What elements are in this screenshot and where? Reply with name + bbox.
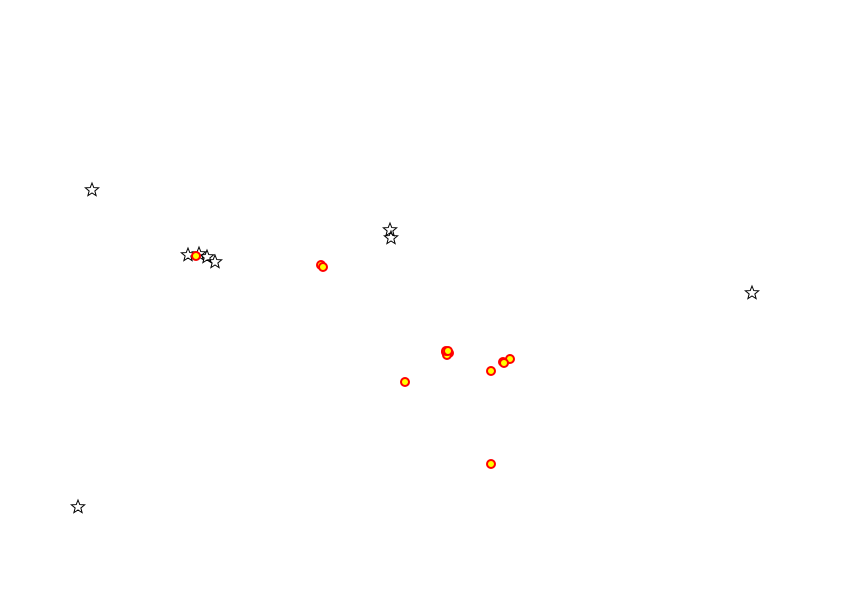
circle-marker-icon bbox=[400, 377, 410, 387]
star-outline-icon bbox=[84, 181, 100, 197]
star-outline-icon bbox=[207, 253, 223, 269]
star-outline-icon bbox=[744, 284, 760, 300]
circle-marker-icon bbox=[486, 459, 496, 469]
circle-marker-icon bbox=[486, 366, 496, 376]
circle-marker-icon bbox=[443, 346, 453, 356]
star-outline-icon bbox=[70, 498, 86, 514]
circle-marker-icon bbox=[499, 358, 509, 368]
events-layer bbox=[191, 251, 515, 469]
circle-marker-icon bbox=[318, 262, 328, 272]
star-outline-icon bbox=[383, 229, 399, 245]
circle-marker-icon bbox=[191, 251, 201, 261]
